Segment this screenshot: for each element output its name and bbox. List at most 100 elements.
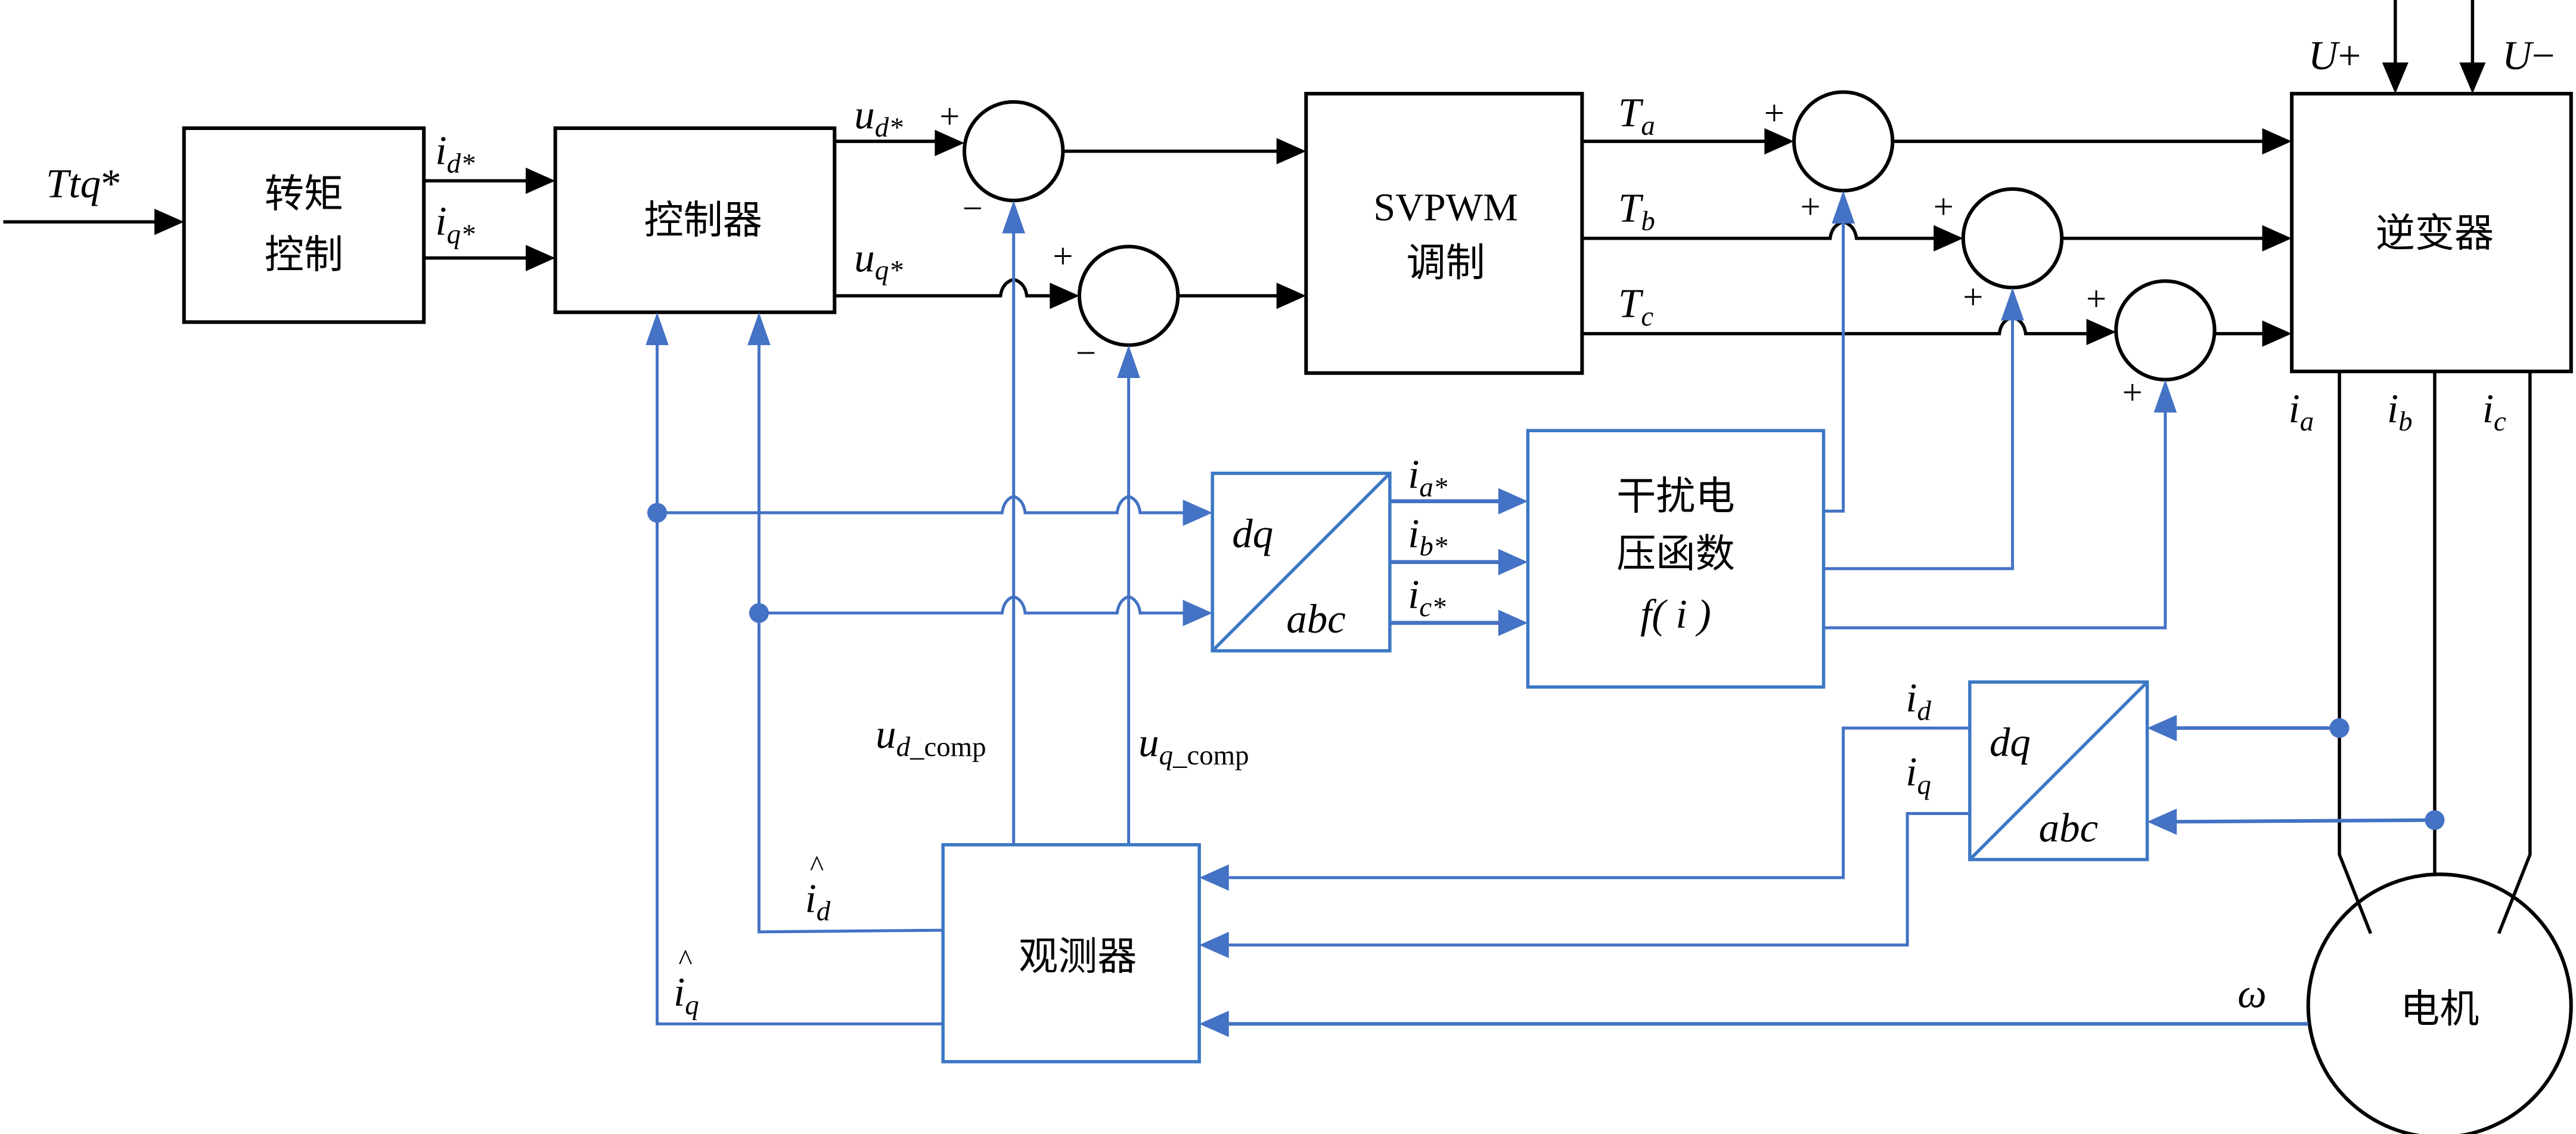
junction-dot [2329, 718, 2350, 738]
uq-ref-path: uq* [834, 235, 1079, 309]
torque-ref-input: Ttq* [3, 161, 184, 236]
plus-sign: + [1764, 93, 1784, 133]
arrowhead [1832, 190, 1855, 224]
junction-dot [647, 503, 668, 523]
id-meas-wire [1228, 726, 1970, 879]
torque-control-block: 转矩 控制 [182, 126, 426, 324]
measured-dq-wires: id iq [1199, 676, 1970, 959]
uq-ref-wire [834, 277, 1052, 298]
tc-path: Tc [1582, 281, 2116, 345]
id-branch-wire [657, 494, 1187, 515]
observer-box [941, 843, 1201, 1064]
inverter-block: 逆变器 U+ U− [2290, 0, 2573, 374]
summing-junction-c: + + [2086, 279, 2292, 413]
sum-circle [1961, 187, 2064, 290]
arrowhead [1002, 200, 1025, 234]
ib-label: ib [2387, 386, 2413, 437]
junction-dot [2425, 810, 2445, 831]
phase-lines: ia ib ic [2289, 371, 2532, 934]
abc-label: abc [2039, 805, 2098, 850]
summing-junction-q: + − [1053, 236, 1306, 373]
ta-label: Ta [1618, 90, 1655, 141]
disturbance-label-line1: 干扰电 [1616, 473, 1734, 519]
torque-control-box [182, 126, 426, 324]
current-ref-wires: id* iq* [424, 128, 555, 271]
arrowhead [2262, 128, 2292, 155]
current-sense-wires [2147, 715, 2445, 835]
arrowhead [645, 312, 669, 345]
sum-circle [1792, 90, 1895, 193]
dc-wire [1823, 409, 2167, 630]
tb-path: Tb [1582, 185, 1963, 252]
svpwm-label-line2: 调制 [1406, 240, 1485, 286]
summing-junction-d: + − [939, 97, 1306, 228]
arrowhead [1764, 128, 1794, 155]
phase-a-wire [2338, 371, 2373, 934]
speed-feedback: ω [1199, 971, 2308, 1037]
arrowhead [1199, 931, 1229, 959]
id-hat-wire [757, 342, 944, 934]
svpwm-label-line1: SVPWM [1373, 185, 1518, 229]
u-minus-label: U− [2502, 33, 2555, 78]
arrowhead [2147, 715, 2177, 742]
disturbance-voltage-block: 干扰电 压函数 f( i ) [1526, 429, 1826, 689]
db-wire [1823, 317, 2015, 571]
ud-comp-label: ud_comp [876, 711, 986, 763]
motor-block: 电机 [2306, 872, 2573, 1134]
uq-comp-feedback: uq_comp [1117, 345, 1249, 845]
disturbance-box [1526, 429, 1826, 689]
arrowhead [526, 168, 555, 194]
arrowhead [2147, 808, 2177, 835]
iq-hat-feedback: ^iq [645, 312, 944, 1025]
arrowhead [1498, 549, 1528, 575]
arrowhead [2001, 287, 2024, 321]
abc-dq-diagonal [1968, 681, 2149, 861]
arrowhead [1183, 600, 1213, 627]
ib-ref-label: ib* [1408, 511, 1448, 562]
arrowhead [1050, 283, 1079, 309]
arrowhead [154, 209, 184, 236]
controller-box [553, 126, 837, 314]
dq-label: dq [1990, 720, 2031, 765]
dq-abc-diagonal [1211, 472, 1391, 652]
minus-sign: − [963, 188, 983, 228]
ia-label: ia [2289, 386, 2314, 437]
ic-label: ic [2482, 386, 2506, 437]
arrowhead [1933, 225, 1963, 252]
ic-ref-label: ic* [1408, 572, 1446, 623]
id-ref-label: id* [435, 128, 475, 179]
omega-label: ω [2237, 971, 2267, 1017]
dq-to-abc-block: dq abc [1211, 472, 1392, 653]
torque-control-label-line2: 控制 [265, 231, 343, 277]
iq-hat-wire [656, 342, 944, 1025]
phase-c-wire [2497, 371, 2532, 934]
arrowhead [2153, 379, 2177, 413]
arrowhead [747, 312, 771, 345]
sum-circle [2114, 279, 2217, 382]
iq-meas-label: iq [1905, 749, 1931, 801]
motor-label: 电机 [2400, 986, 2479, 1032]
arrowhead [1199, 1011, 1229, 1037]
arrowhead [1117, 345, 1140, 378]
tb-label: Tb [1618, 185, 1655, 237]
disturbance-function-label: f( i ) [1640, 591, 1711, 637]
sum-circle [962, 100, 1065, 203]
arrowhead [1276, 138, 1306, 165]
abc-label: abc [1286, 596, 1345, 642]
svpwm-box [1304, 92, 1584, 375]
id-meas-label: id [1905, 676, 1931, 727]
torque-ref-label: Ttq* [46, 161, 121, 206]
iq-ref-label: iq* [435, 199, 475, 250]
abc-dq-box [1968, 680, 2149, 862]
plus-sign: + [1963, 277, 1983, 317]
ud-ref-path: ud* [834, 92, 964, 156]
ta-path: Ta [1582, 90, 1794, 155]
arrowhead [2382, 62, 2409, 94]
minus-sign: − [1076, 333, 1096, 373]
inverter-label: 逆变器 [2376, 210, 2494, 256]
dq-label: dq [1232, 511, 1273, 556]
ib-sense-wire [2173, 818, 2435, 824]
observer-label: 观测器 [1019, 933, 1137, 979]
plus-sign: + [939, 97, 960, 137]
arrowhead [2459, 62, 2486, 94]
